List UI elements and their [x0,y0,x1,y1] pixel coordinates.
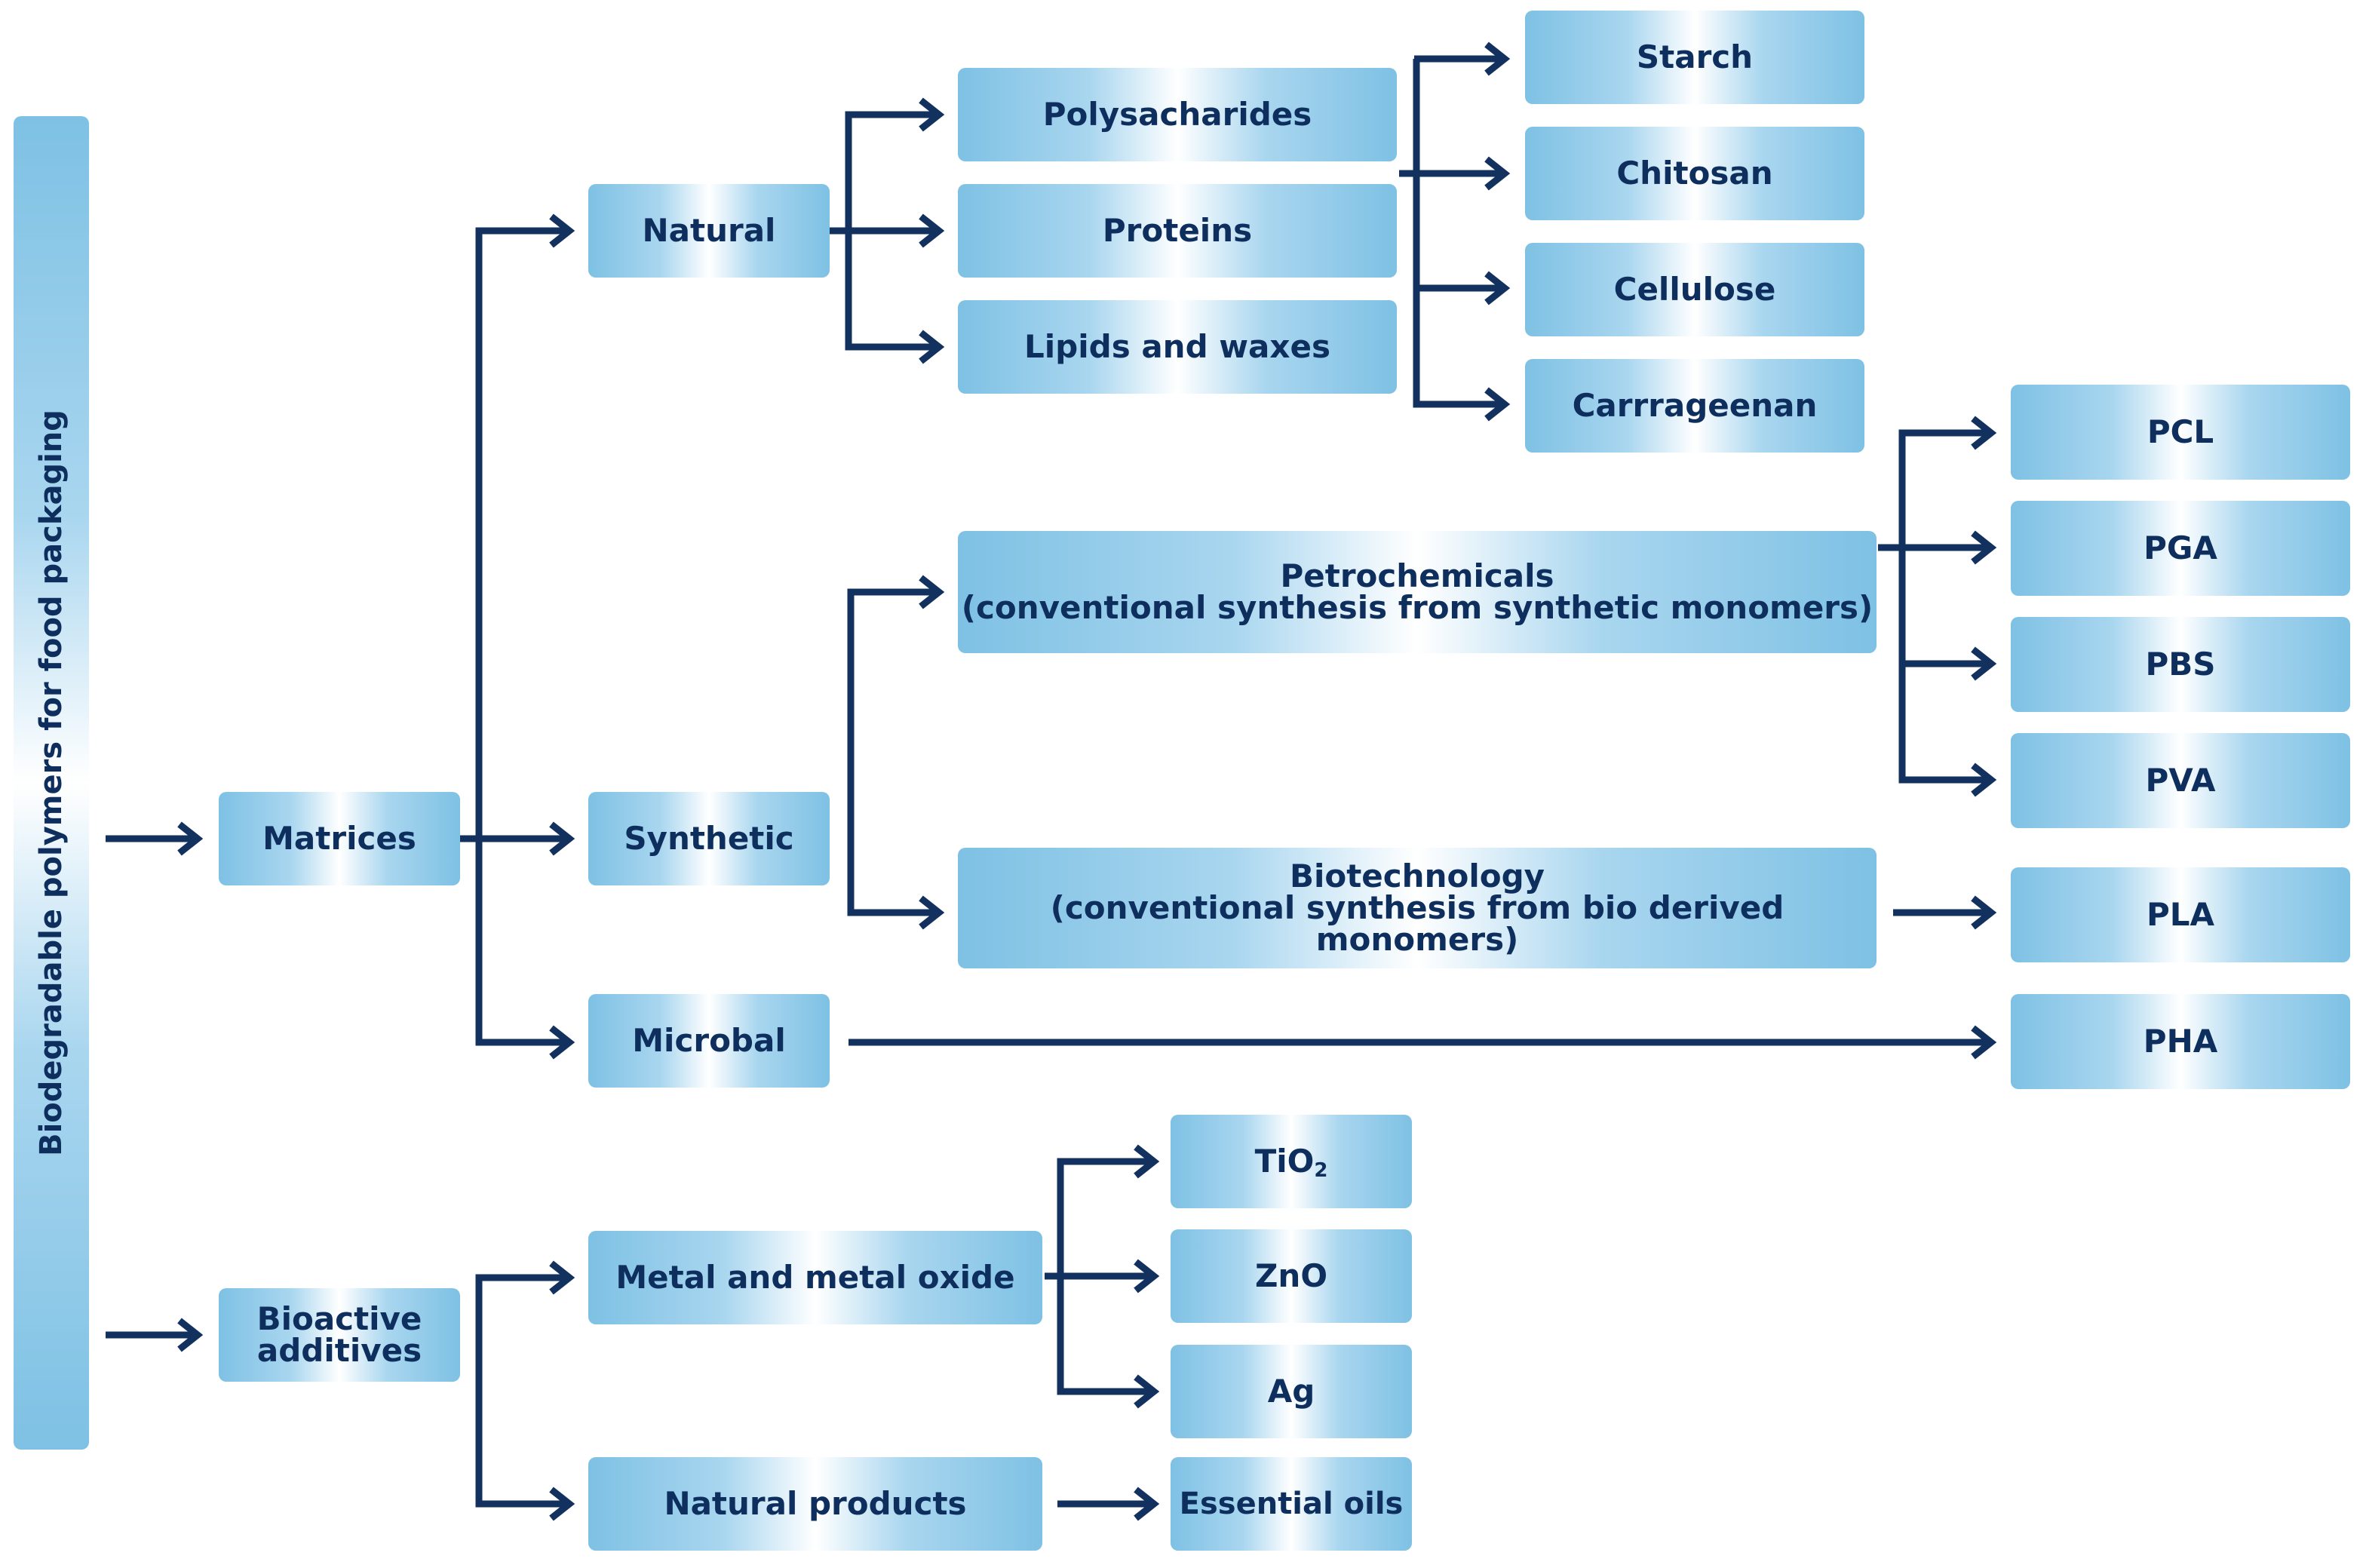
tio2-base: TiO [1254,1143,1315,1180]
essential-oils-box: Essential oils [1171,1457,1412,1551]
natural-products-label: Natural products [664,1485,967,1522]
pva-box: PVA [2011,733,2350,828]
carrageenan-label: Carrrageenan [1572,387,1818,424]
biotechnology-label-line1: Biotechnology [1289,858,1545,894]
matrices-label: Matrices [262,820,416,857]
natural-label: Natural [642,212,776,249]
petrochemicals-box: Petrochemicals (conventional synthesis f… [958,531,1877,653]
chitosan-label: Chitosan [1616,155,1773,192]
petrochemicals-label-line1: Petrochemicals [1280,557,1554,594]
pcl-label: PCL [2147,413,2214,450]
pbs-label: PBS [2145,646,2216,683]
synthetic-label: Synthetic [624,820,794,857]
bracket-bioactive [475,1274,569,1508]
biotechnology-box: Biotechnology (conventional synthesis fr… [958,848,1877,968]
microbal-label: Microbal [632,1022,786,1059]
pga-label: PGA [2144,529,2217,566]
microbal-box: Microbal [588,994,830,1088]
pva-label: PVA [2145,762,2216,799]
metal-oxide-label: Metal and metal oxide [615,1259,1015,1296]
tio2-box: TiO2 [1171,1115,1412,1208]
biotechnology-label-line2: (conventional synthesis from bio derived… [1050,889,1784,958]
natural-box: Natural [588,184,830,278]
proteins-box: Proteins [958,184,1397,278]
essential-oils-label: Essential oils [1179,1487,1404,1521]
root-label: Biodegradable polymers for food packagin… [34,410,69,1156]
matrices-box: Matrices [219,792,460,885]
cellulose-label: Cellulose [1613,271,1776,308]
bioactive-label-line2: additives [256,1332,422,1369]
polysacharides-label: Polysacharides [1042,96,1312,133]
bracket-matrices [475,227,569,1046]
synthetic-box: Synthetic [588,792,830,885]
bracket-polysacharides [1413,55,1505,408]
tio2-label: TiO2 [1254,1143,1328,1181]
pga-box: PGA [2011,501,2350,596]
pha-label: PHA [2143,1023,2218,1060]
carrageenan-box: Carrrageenan [1525,359,1864,453]
natural-products-box: Natural products [588,1457,1042,1551]
chitosan-box: Chitosan [1525,127,1864,220]
proteins-label: Proteins [1102,212,1253,249]
lipids-box: Lipids and waxes [958,300,1397,394]
cellulose-box: Cellulose [1525,243,1864,336]
tio2-subscript: 2 [1314,1159,1328,1182]
bracket-synthetic [847,588,939,916]
starch-box: Starch [1525,11,1864,104]
petrochemicals-label-line2: (conventional synthesis from synthetic m… [961,589,1873,626]
bioactive-label-line1: Bioactive [256,1300,422,1337]
starch-label: Starch [1636,38,1754,75]
pcl-box: PCL [2011,385,2350,480]
ag-label: Ag [1267,1373,1315,1410]
root-bar [14,116,89,1450]
polysacharides-box: Polysacharides [958,68,1397,161]
pla-box: PLA [2011,867,2350,962]
pla-label: PLA [2146,896,2215,933]
zno-label: ZnO [1254,1257,1328,1294]
bioactive-additives-box: Bioactive additives [219,1288,460,1382]
pha-box: PHA [2011,994,2350,1089]
lipids-label: Lipids and waxes [1024,328,1330,365]
bracket-petrochemicals [1898,429,1991,784]
pbs-box: PBS [2011,617,2350,712]
zno-box: ZnO [1171,1229,1412,1323]
ag-box: Ag [1171,1345,1412,1438]
metal-oxide-box: Metal and metal oxide [588,1231,1042,1324]
